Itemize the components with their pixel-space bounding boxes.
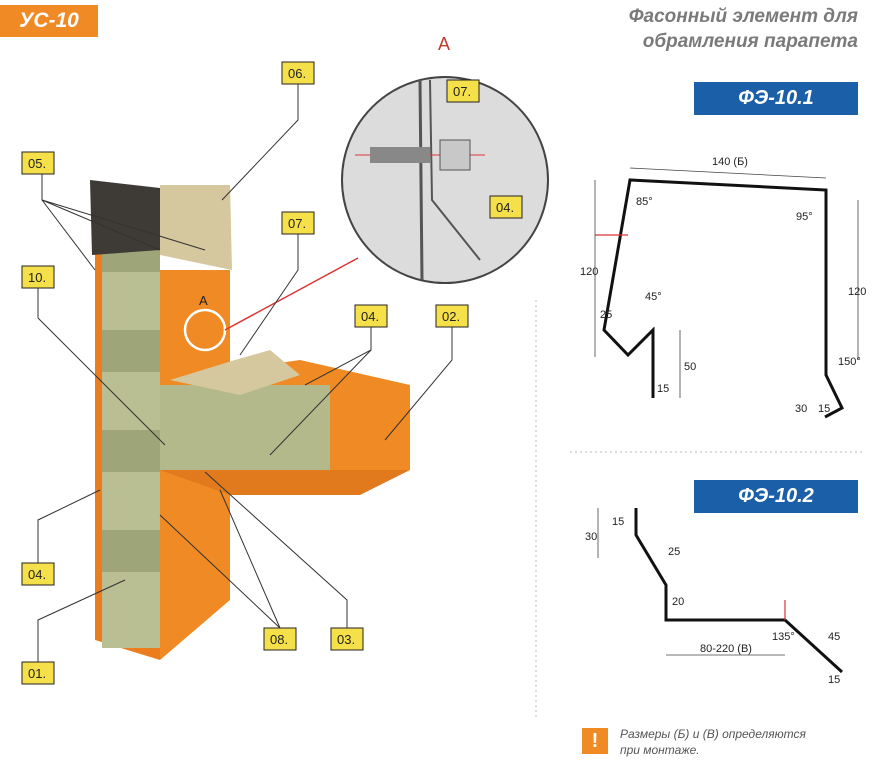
detail-post (418, 79, 424, 281)
screw-head-icon (439, 139, 471, 171)
parapet-flashing (160, 185, 232, 270)
fe1-angle-right: 95° (796, 211, 813, 223)
detail-a-label: A (199, 293, 208, 308)
callout-06: 06. (288, 66, 306, 81)
callout-04-detail: 04. (496, 200, 514, 215)
leader-lines (37, 84, 453, 662)
callout-07-main: 07. (288, 216, 306, 231)
fe2-slant25: 25 (668, 546, 680, 558)
fe1-dimension-lines (594, 167, 859, 398)
roof-bottom (160, 470, 410, 495)
fe1-dim-top: 140 (Б) (712, 156, 748, 168)
callout-07-detail: 07. (453, 84, 471, 99)
screw-icon (370, 147, 430, 163)
callout-03: 03. (337, 632, 355, 647)
fe1-left-height: 120 (580, 266, 598, 278)
note-text: Размеры (Б) и (В) определяются при монта… (620, 726, 806, 758)
callout-08: 08. (270, 632, 288, 647)
fe1-angle-45: 45° (645, 291, 662, 303)
fe2-h15: 15 (612, 516, 624, 528)
page-title: Фасонный элемент для обрамления парапета (629, 4, 858, 54)
callout-01: 01. (28, 666, 46, 681)
fe2-profile (634, 508, 844, 674)
diagram-badge: УС-10 (0, 5, 98, 37)
fe2-dimension-lines (597, 508, 785, 656)
callout-02: 02. (442, 309, 460, 324)
title-line-1: Фасонный элемент для (628, 6, 858, 27)
detail-connector (224, 257, 359, 331)
fe2-header: ФЭ-10.2 (694, 480, 858, 513)
callout-04-roof: 04. (361, 309, 379, 324)
parapet-cap-dark (90, 180, 160, 255)
fe2-h30: 30 (585, 531, 597, 543)
fe1-profile (602, 178, 844, 419)
note-line-1: Размеры (Б) и (В) определяются (620, 727, 806, 741)
fe1-right-height: 120 (848, 286, 866, 298)
fe1-header: ФЭ-10.1 (694, 82, 858, 115)
exclamation-icon: ! (582, 728, 608, 754)
callouts: 06. 05. 07. 10. 04. 02. 07. 04. 04. 08. … (21, 61, 523, 685)
fe2-angle: 135° (772, 631, 795, 643)
fe1-foot: 15 (657, 383, 669, 395)
detail-a-title: A (438, 34, 450, 54)
note-line-2: при монтаже. (620, 743, 700, 757)
fe2-s45: 45 (828, 631, 840, 643)
fe1-slant: 25 (600, 309, 612, 321)
wool-stripes (102, 230, 160, 572)
roof-end (330, 385, 410, 470)
fe1-drop: 50 (684, 361, 696, 373)
callout-10: 10. (28, 270, 46, 285)
fe2-end15: 15 (828, 674, 840, 686)
fe1-r-angle: 150° (838, 356, 861, 368)
detail-sheet (429, 79, 481, 261)
detail-circle (341, 76, 549, 284)
callout-05: 05. (28, 156, 46, 171)
fe1-angle-left: 85° (636, 196, 653, 208)
joint-flashing (170, 350, 300, 395)
fe2-h20: 20 (672, 596, 684, 608)
fe1-r-foot: 15 (818, 403, 830, 415)
callout-04-wall: 04. (28, 567, 46, 582)
title-line-2: обрамления парапета (642, 31, 858, 52)
fe2-base: 80-220 (В) (700, 643, 752, 655)
fe1-r-slant: 30 (795, 403, 807, 415)
